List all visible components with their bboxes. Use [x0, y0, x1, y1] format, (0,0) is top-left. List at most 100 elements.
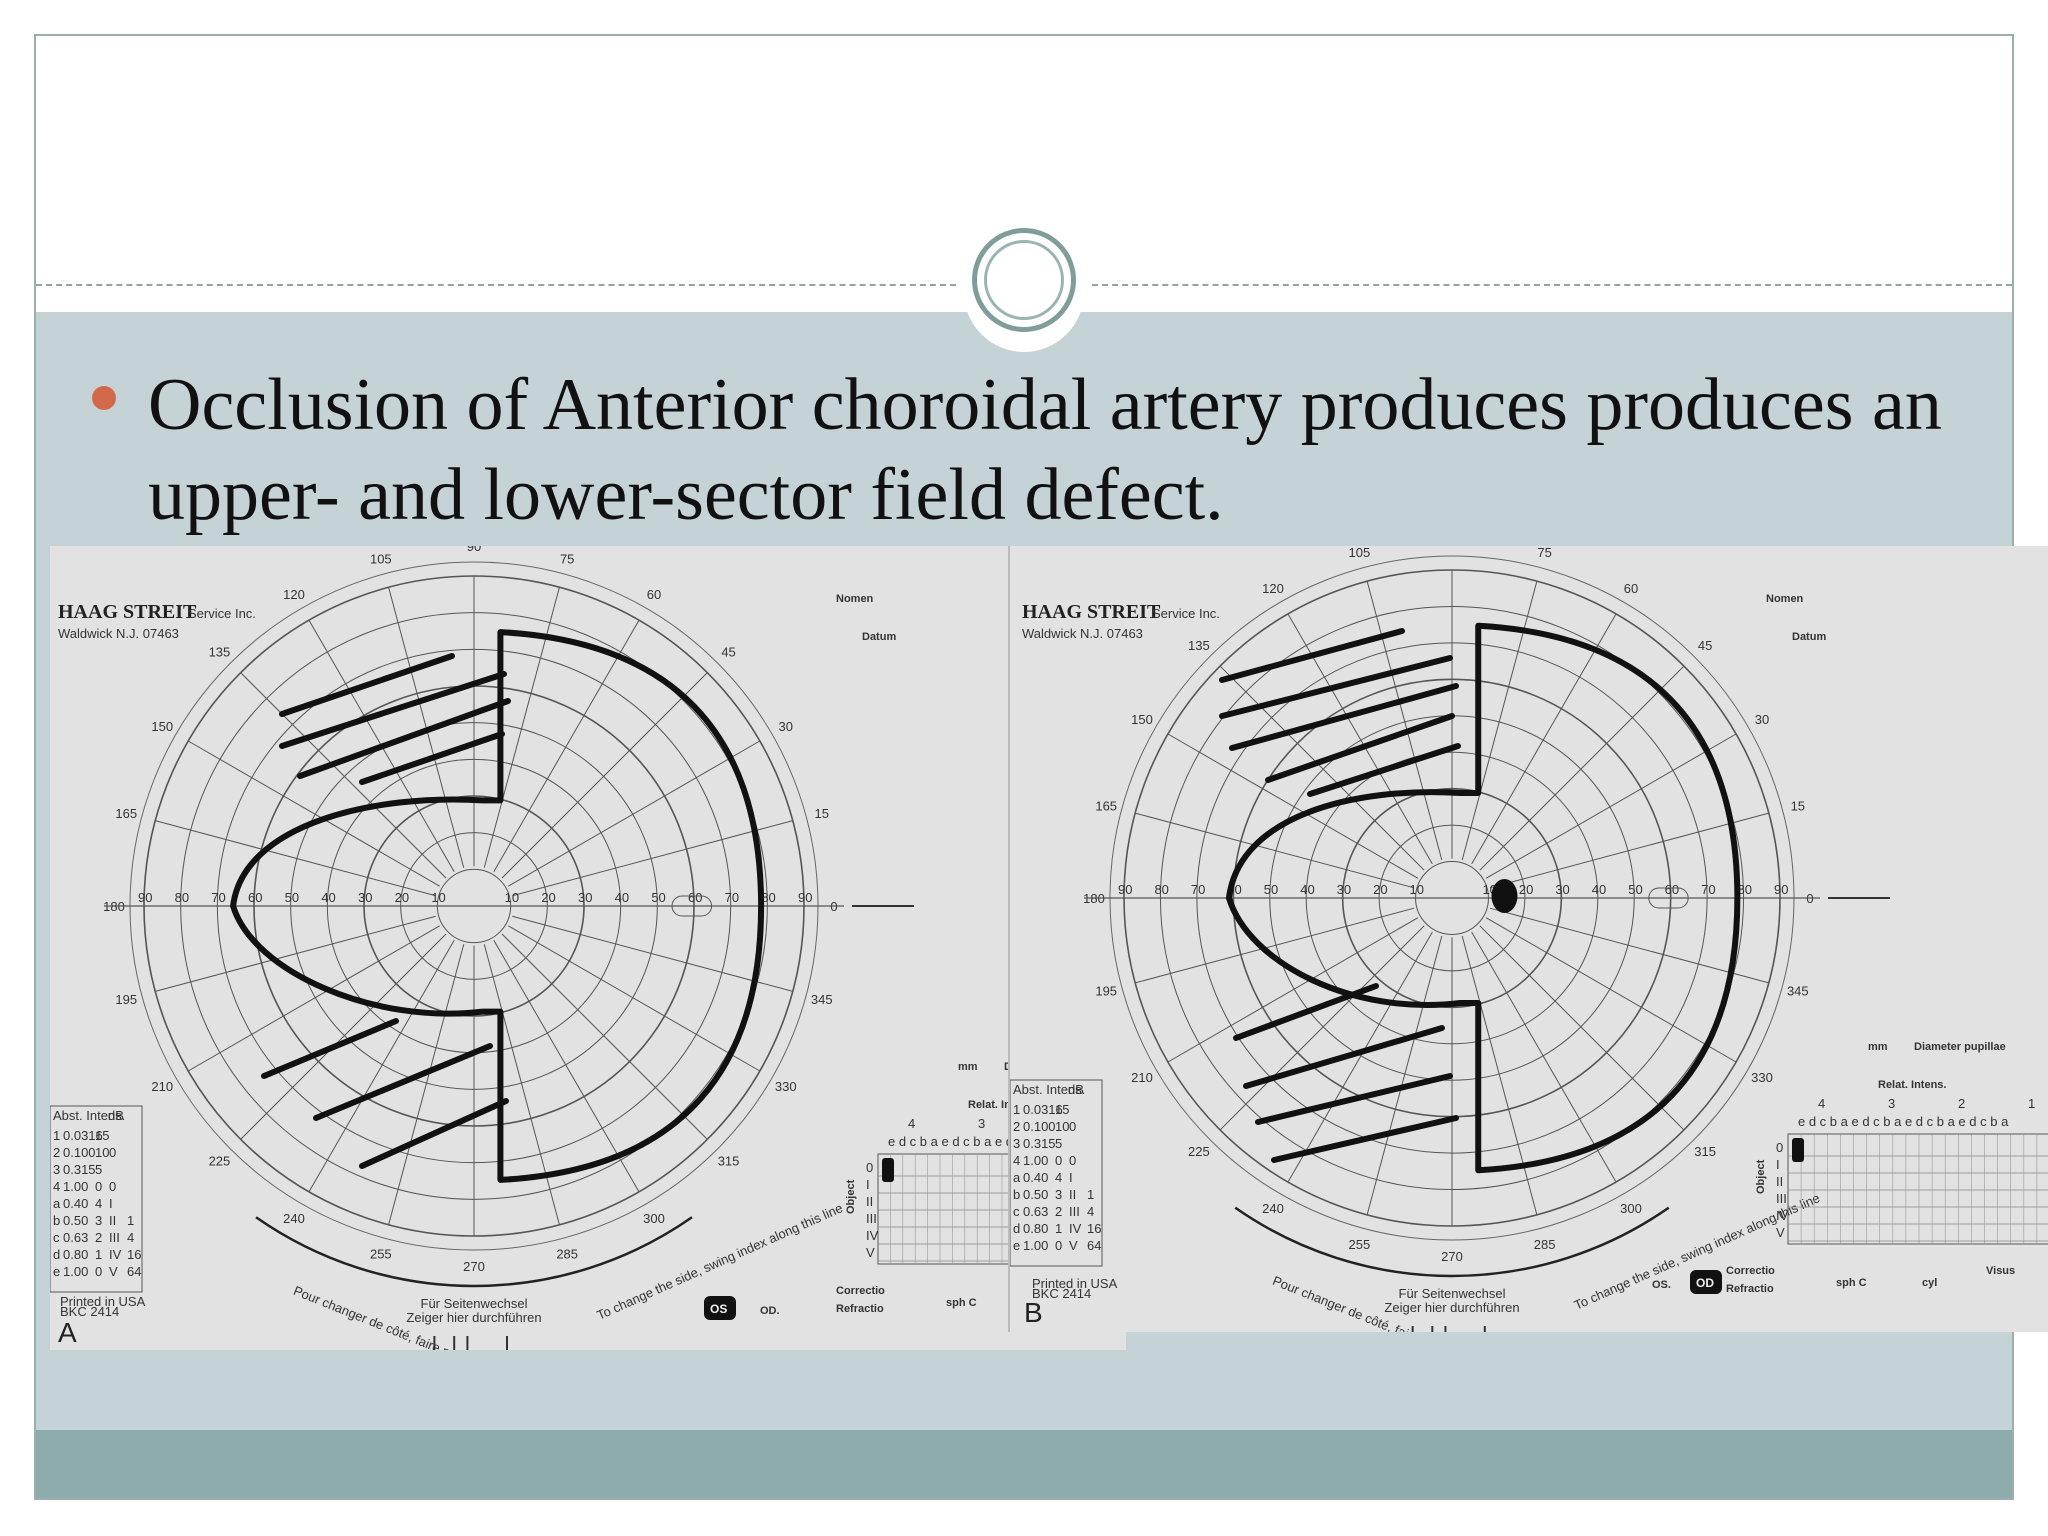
meridian-label: 240	[283, 1211, 305, 1226]
meridian-label: 315	[1694, 1144, 1716, 1159]
object-label: Object	[1755, 1159, 1767, 1194]
defect-hatch-lower	[261, 1018, 399, 1079]
radius-label-right: 40	[1592, 882, 1606, 897]
calibration-header-db: dB	[1068, 1082, 1084, 1097]
radius-label-left: 50	[1264, 882, 1278, 897]
calibration-cell: a	[1013, 1170, 1021, 1185]
refraction-label: Refractio	[836, 1303, 884, 1315]
german-instruction-1: Für Seitenwechsel	[1399, 1286, 1506, 1301]
calibration-cell: 64	[1087, 1238, 1101, 1253]
defect-hatch-upper	[359, 731, 505, 785]
meridian-label: 30	[1755, 712, 1769, 727]
defect-hatch-upper	[1307, 743, 1461, 797]
intensity-header: 2	[1958, 1096, 1965, 1111]
object-row-label: I	[866, 1177, 870, 1192]
calibration-header: Abst. Intens.	[1013, 1082, 1085, 1097]
calibration-cell: 10	[1055, 1119, 1069, 1134]
calibration-cell: b	[53, 1213, 60, 1228]
meridian-line	[1219, 925, 1425, 1131]
calibration-cell: 0.100	[63, 1145, 96, 1160]
eye-badge-icon	[1690, 1270, 1722, 1294]
blind-spot-marker	[671, 895, 713, 917]
calibration-cell: 2	[1013, 1119, 1020, 1134]
intensity-header: 4	[1818, 1096, 1825, 1111]
object-row-label: IV	[1776, 1208, 1789, 1223]
calibration-cell: 5	[95, 1162, 102, 1177]
object-row-label: V	[1776, 1225, 1785, 1240]
radius-label-right: 20	[541, 890, 555, 905]
calibration-cell: 0.315	[63, 1162, 96, 1177]
meridian-label: 285	[556, 1247, 578, 1262]
calibration-cell: 1	[1055, 1221, 1062, 1236]
header-divider-right	[1092, 284, 2012, 286]
meridian-label: 195	[1095, 984, 1117, 999]
calibration-cell: 4	[1055, 1170, 1062, 1185]
meridian-line	[1479, 665, 1685, 871]
meridian-label: 60	[647, 587, 661, 602]
meridian-label: 270	[1441, 1249, 1463, 1264]
brand-address: Waldwick N.J. 07463	[1022, 626, 1143, 641]
calibration-cell: 0	[1069, 1119, 1076, 1134]
refraction-label: Refractio	[1726, 1283, 1774, 1295]
radius-label-right: 30	[578, 890, 592, 905]
calibration-cell: III	[1069, 1204, 1080, 1219]
meridian-label: 225	[209, 1154, 231, 1169]
calibration-cell: a	[53, 1196, 61, 1211]
calibration-cell: d	[1013, 1221, 1020, 1236]
bullet-dot-icon	[92, 386, 116, 410]
calibration-cell: 1.00	[63, 1179, 88, 1194]
meridian-line	[501, 933, 708, 1140]
calibration-cell: 1.00	[1023, 1238, 1048, 1253]
calibration-cell: 3	[95, 1213, 102, 1228]
correction-label: Correctio	[836, 1285, 885, 1297]
calibration-cell: 4	[127, 1230, 134, 1245]
radius-label-right: 70	[725, 890, 739, 905]
radius-label-left: 40	[1300, 882, 1314, 897]
object-marker	[1792, 1138, 1804, 1162]
eye-badge-icon	[704, 1296, 736, 1320]
eye-label: OS.	[1652, 1279, 1671, 1291]
radius-label-right: 60	[1665, 882, 1679, 897]
meridian-label: 210	[1131, 1070, 1153, 1085]
meridian-label: 75	[1537, 546, 1551, 560]
meridian-label: 75	[560, 551, 574, 566]
calibration-cell: 0	[109, 1179, 116, 1194]
calibration-cell: 4	[95, 1196, 102, 1211]
meridian-label: 105	[1348, 546, 1370, 560]
meridian-label: 120	[283, 587, 305, 602]
diameter-label: Diameter pupillae	[1914, 1041, 2006, 1053]
meridian-line	[508, 740, 761, 887]
meridian-label: 195	[115, 992, 137, 1007]
meridian-label: 300	[1620, 1201, 1642, 1216]
calibration-cell: 0	[95, 1179, 102, 1194]
calibration-cell: 4	[1013, 1153, 1020, 1168]
calibration-cell: 1	[1087, 1187, 1094, 1202]
mm-label: mm	[958, 1061, 978, 1073]
meridian-line	[493, 619, 640, 872]
radius-label-left: 90	[1118, 882, 1132, 897]
cyl-label: cyl	[1922, 1277, 1937, 1289]
defect-hatch-lower	[1233, 983, 1379, 1041]
calibration-cell: 5	[1055, 1136, 1062, 1151]
calibration-cell: e	[53, 1264, 60, 1279]
defect-hatch-lower	[1255, 1073, 1453, 1125]
calibration-cell: 15	[1055, 1102, 1069, 1117]
meridian-label: 285	[1534, 1237, 1556, 1252]
calibration-cell: 0.80	[1023, 1221, 1048, 1236]
header-divider-left	[36, 284, 956, 286]
radius-label-right: 60	[688, 890, 702, 905]
radius-label-right: 70	[1701, 882, 1715, 897]
radius-label-right: 40	[615, 890, 629, 905]
radius-label-left: 40	[321, 890, 335, 905]
circle-ornament-inner	[984, 240, 1064, 320]
calibration-cell: 0.40	[63, 1196, 88, 1211]
meridian-line	[187, 925, 440, 1072]
meridian-label: 30	[779, 719, 793, 734]
meridian-line	[155, 820, 436, 897]
object-row-label: III	[1776, 1191, 1787, 1206]
meridian-line	[512, 915, 793, 992]
defect-hatch-upper	[279, 653, 455, 717]
radius-label-right: 50	[651, 890, 665, 905]
radius-label-right: 20	[1519, 882, 1533, 897]
